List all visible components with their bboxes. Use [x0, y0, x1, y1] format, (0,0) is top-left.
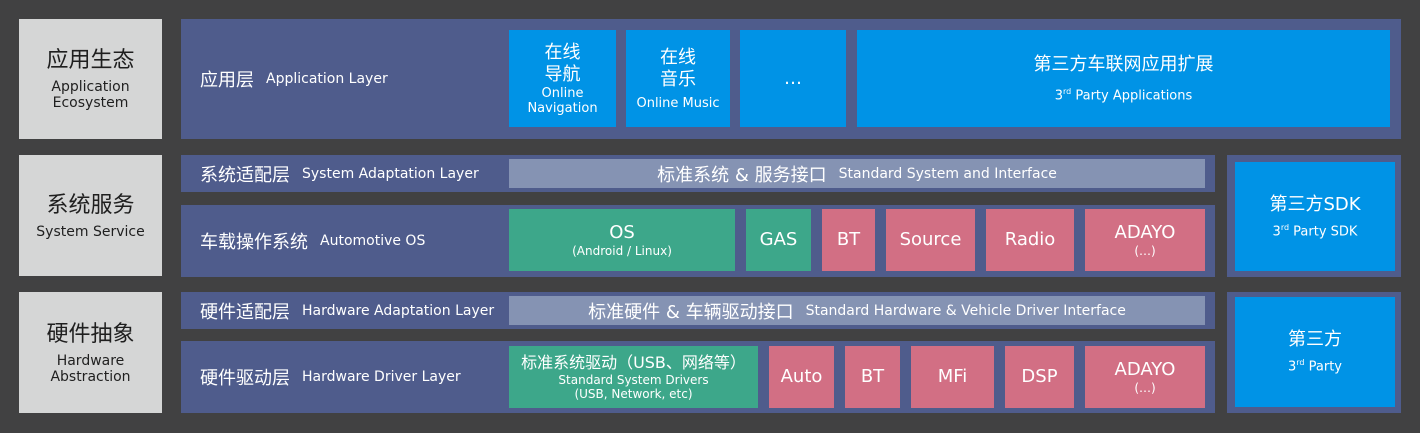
- box-title-zh: 音乐: [660, 68, 696, 90]
- box-title: BT: [836, 229, 861, 250]
- box-title-zh: 第三方SDK: [1269, 193, 1361, 215]
- box-title-en: Standard System and Interface: [838, 165, 1057, 182]
- ellipsis-text: …: [784, 67, 802, 89]
- layer-title-en: Automotive OS: [320, 233, 426, 249]
- box-title-zh: 第三方: [1288, 329, 1342, 351]
- section-hardware-abstraction: 硬件抽象 Hardware Abstraction: [19, 292, 162, 413]
- third-party-hw-box: 第三方 3rd Party: [1235, 297, 1395, 407]
- auto-box: Auto: [769, 346, 834, 408]
- system-adaptation-layer-label: 系统适配层 System Adaptation Layer: [200, 155, 479, 192]
- section-title-zh: 应用生态: [46, 48, 135, 73]
- layer-title-zh: 硬件适配层: [200, 301, 290, 323]
- section-system-service: 系统服务 System Service: [19, 155, 162, 276]
- box-subtitle: (…): [1134, 244, 1156, 258]
- box-subtitle: (…): [1134, 381, 1156, 395]
- hw-adayo-box: ADAYO (…): [1085, 346, 1205, 408]
- online-music-box: 在线 音乐 Online Music: [626, 30, 730, 127]
- box-title-zh: 标准系统驱动（USB、网络等）: [521, 353, 746, 372]
- os-box: OS (Android / Linux): [509, 209, 735, 271]
- section-application-ecosystem: 应用生态 Application Ecosystem: [19, 19, 162, 139]
- section-title-en: Abstraction: [50, 368, 131, 385]
- third-party-apps-box: 第三方车联网应用扩展 3rd Party Applications: [857, 30, 1390, 127]
- section-title-en: Application: [51, 79, 130, 95]
- standard-system-drivers-box: 标准系统驱动（USB、网络等） Standard System Drivers …: [509, 346, 758, 408]
- dsp-box: DSP: [1005, 346, 1074, 408]
- layer-title-zh: 应用层: [200, 70, 254, 91]
- box-title-en: Online Music: [636, 95, 720, 111]
- hardware-driver-layer-label: 硬件驱动层 Hardware Driver Layer: [200, 341, 461, 413]
- box-title-en: 3rd Party: [1287, 358, 1342, 375]
- box-title: Auto: [780, 366, 823, 387]
- gas-box: GAS: [746, 209, 811, 271]
- box-title: ADAYO: [1114, 222, 1176, 243]
- box-title: DSP: [1021, 366, 1058, 387]
- layer-title-zh: 系统适配层: [200, 164, 290, 186]
- more-apps-box: …: [740, 30, 846, 127]
- hardware-adaptation-layer-label: 硬件适配层 Hardware Adaptation Layer: [200, 292, 494, 329]
- section-title-en: System Service: [36, 223, 145, 240]
- layer-title-zh: 车载操作系统: [200, 232, 308, 253]
- section-title-en: Ecosystem: [52, 95, 129, 111]
- box-title-zh: 在线: [660, 46, 696, 68]
- box-title-en: (USB, Network, etc): [574, 387, 693, 401]
- layer-title-zh: 硬件驱动层: [200, 368, 290, 389]
- section-title-zh: 系统服务: [46, 192, 135, 218]
- mfi-box: MFi: [911, 346, 994, 408]
- box-title-zh: 标准硬件 & 车辆驱动接口: [588, 301, 794, 323]
- box-title: BT: [860, 366, 885, 387]
- radio-box: Radio: [986, 209, 1074, 271]
- third-party-sdk-box: 第三方SDK 3rd Party SDK: [1235, 162, 1395, 271]
- box-title: OS: [609, 222, 635, 243]
- layer-title-en: Application Layer: [266, 71, 388, 87]
- hw-bt-box: BT: [845, 346, 900, 408]
- box-title-en: Standard System Drivers: [558, 373, 709, 387]
- box-title-zh: 第三方车联网应用扩展: [1033, 53, 1214, 75]
- box-title: ADAYO: [1114, 359, 1176, 380]
- automotive-os-layer-label: 车载操作系统 Automotive OS: [200, 205, 425, 277]
- layer-title-en: System Adaptation Layer: [302, 165, 479, 182]
- box-title: Source: [899, 229, 962, 250]
- box-title: Radio: [1004, 229, 1056, 250]
- source-box: Source: [886, 209, 975, 271]
- standard-system-interface-box: 标准系统 & 服务接口 Standard System and Interfac…: [509, 159, 1205, 188]
- online-navigation-box: 在线 导航 Online Navigation: [509, 30, 616, 127]
- standard-hardware-interface-box: 标准硬件 & 车辆驱动接口 Standard Hardware & Vehicl…: [509, 296, 1205, 325]
- box-title-en: Standard Hardware & Vehicle Driver Inter…: [805, 302, 1126, 319]
- box-title-zh: 标准系统 & 服务接口: [657, 164, 827, 186]
- box-title-zh: 在线: [544, 41, 581, 63]
- box-title-en: Online: [541, 85, 584, 101]
- box-title-en: 3rd Party SDK: [1272, 222, 1358, 240]
- layer-title-en: Hardware Driver Layer: [302, 369, 461, 385]
- os-adayo-box: ADAYO (…): [1085, 209, 1205, 271]
- box-subtitle: (Android / Linux): [572, 244, 672, 258]
- box-title: GAS: [759, 229, 798, 250]
- box-title-en: 3rd Party Applications: [1054, 86, 1193, 104]
- layer-title-en: Hardware Adaptation Layer: [302, 302, 495, 319]
- os-bt-box: BT: [822, 209, 875, 271]
- box-title-en: Navigation: [527, 100, 598, 116]
- section-title-en: Hardware: [56, 352, 125, 369]
- box-title: MFi: [937, 366, 968, 387]
- application-layer-label: 应用层 Application Layer: [200, 19, 388, 139]
- box-title-zh: 导航: [544, 63, 581, 85]
- section-title-zh: 硬件抽象: [46, 321, 135, 347]
